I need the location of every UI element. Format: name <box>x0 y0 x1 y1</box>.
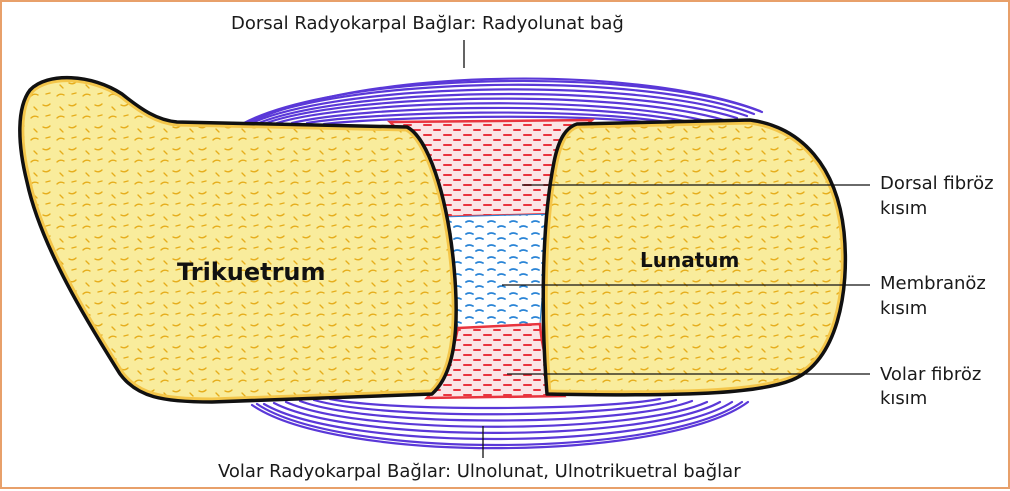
membranous-label-line2: kısım <box>880 297 927 321</box>
volar-fibrous-label-line1: Volar fibröz <box>880 363 981 387</box>
volar-fibrous-label-line2: kısım <box>880 387 927 411</box>
triquetrum-label: Trikuetrum <box>177 258 326 286</box>
triquetrum-bone <box>20 78 456 402</box>
dorsal-fibrous-label-line2: kısım <box>880 197 927 221</box>
volar-ligament <box>252 399 748 448</box>
dorsal-fibrous-label-line1: Dorsal fibröz <box>880 172 994 196</box>
lunate-label: Lunatum <box>640 248 739 272</box>
dorsal-ligament-label: Dorsal Radyokarpal Bağlar: Radyolunat ba… <box>231 12 624 36</box>
membranous-label-line1: Membranöz <box>880 272 986 296</box>
volar-ligament-label: Volar Radyokarpal Bağlar: Ulnolunat, Uln… <box>218 460 741 484</box>
